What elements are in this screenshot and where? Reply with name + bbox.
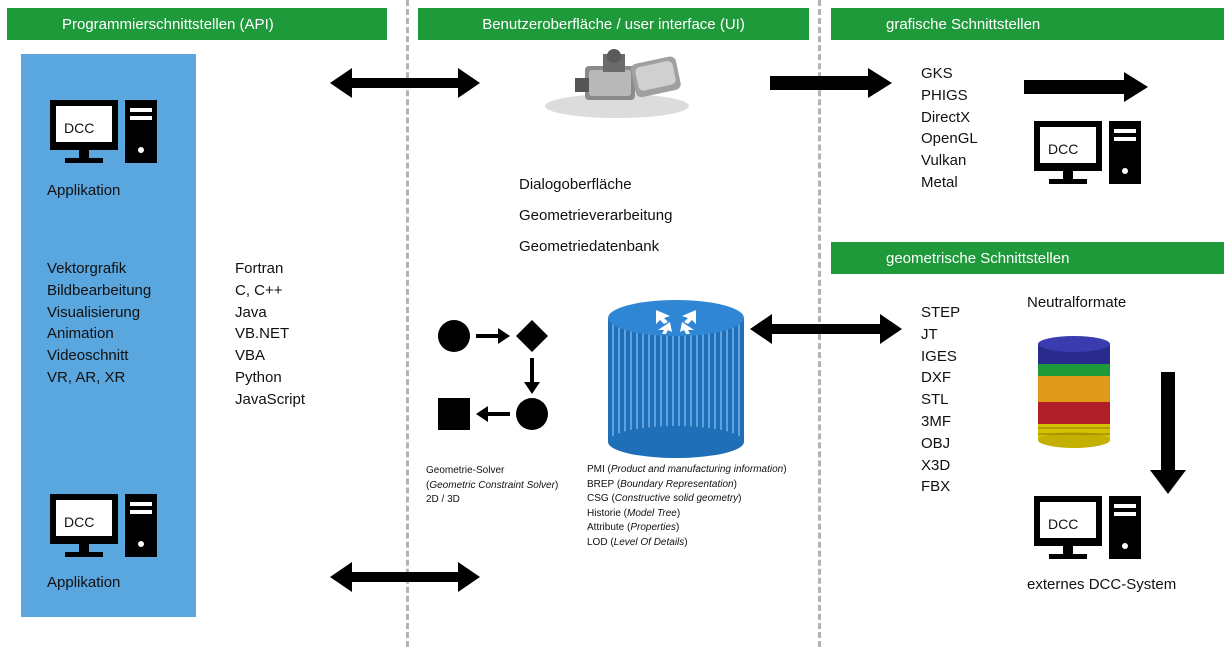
arrow-to-graphic-dcc [1024,72,1148,102]
list-item: JT [921,325,938,343]
list-item: LOD (Level Of Details) [587,536,688,548]
header-api: Programmierschnittstellen (API) [7,8,387,40]
external-dcc-label: externes DCC-System [1027,576,1177,593]
database-cylinder-icon [608,300,744,458]
computer-icon [1034,496,1141,559]
list-item: 3MF [921,412,951,430]
header-api-label: Programmierschnittstellen (API) [62,15,274,33]
computer-icon-bottom: DCC [50,494,160,559]
layer-stack-icon [1038,336,1110,448]
list-item: PMI (Product and manufacturing informati… [587,464,787,475]
list-item: Vulkan [921,152,967,170]
list-item: Visualisierung [47,303,141,321]
list-item: STL [921,391,949,409]
list-item: VBA [235,347,266,365]
list-item: OpenGL [921,130,978,148]
solver-flow-diagram [438,320,548,430]
list-item: OBJ [921,434,951,452]
computer-icon-external: DCC [1034,496,1144,561]
arrow-to-graphic-apis [770,68,892,98]
computer-icon-graphic: DCC [1034,121,1144,186]
ui-layer-geometry-processing: Geometrieverarbeitung [519,207,673,224]
list-item: GKS [921,65,953,82]
computer-icon-top: DCC [50,100,160,165]
solver-caption-line2: (Geometric Constraint Solver) [426,479,559,491]
header-ui: Benutzeroberfläche / user interface (UI) [418,8,809,40]
ui-layer-geometry-database: Geometriedatenbank [519,238,660,255]
list-item: VR, AR, XR [47,368,126,386]
list-item: Java [235,303,267,321]
solver-caption-line3: 2D / 3D [426,494,460,505]
header-graphic-label: grafische Schnittstellen [886,15,1041,33]
dcc-label: DCC [1048,141,1079,157]
computer-icon [1034,121,1141,184]
ui-layer-dialog: Dialogoberfläche [519,176,632,193]
separator-left [406,0,409,647]
computer-icon [50,100,157,163]
list-item: JavaScript [235,390,306,408]
list-item: DirectX [921,108,971,126]
header-geometric-label: geometrische Schnittstellen [886,249,1070,267]
neutral-formats-list: STEP JT IGES DXF STL 3MF OBJ X3D FBX [921,302,960,498]
double-arrow-top [330,68,480,98]
list-item: Animation [47,325,114,343]
list-item: STEP [921,304,961,321]
list-item: C, C++ [235,281,283,299]
dcc-label: DCC [1048,516,1079,532]
gear-motor-image [545,49,689,118]
list-item: Vektorgrafik [47,260,127,277]
list-item: Attribute (Properties) [587,522,680,533]
dcc-label: DCC [64,120,95,136]
list-item: PHIGS [921,86,968,104]
list-item: VB.NET [235,325,290,343]
list-item: BREP (Boundary Representation) [587,478,737,490]
application-label-top: Applikation [47,182,121,199]
separator-right [818,0,821,647]
list-item: Metal [921,173,958,191]
application-uses-list: Vektorgrafik Bildbearbeitung Visualisier… [47,258,151,389]
graphic-apis-list: GKS PHIGS DirectX OpenGL Vulkan Metal [921,63,978,194]
list-item: CSG (Constructive solid geometry) [587,493,742,504]
list-item: DXF [921,369,951,387]
header-ui-label: Benutzeroberfläche / user interface (UI) [482,15,745,33]
arrow-down-to-external [1150,372,1186,494]
neutral-formats-title: Neutralformate [1027,294,1127,311]
double-arrow-database-to-formats [750,314,902,344]
solver-caption: Geometrie-Solver (Geometric Constraint S… [426,464,558,508]
application-label-bottom: Applikation [47,574,121,591]
header-geometric: geometrische Schnittstellen [831,242,1224,274]
list-item: Python [235,368,282,386]
list-item: Bildbearbeitung [47,281,152,299]
list-item: IGES [921,347,957,365]
programming-languages-list: Fortran C, C++ Java VB.NET VBA Python Ja… [235,258,305,411]
database-contents-list: PMI (Product and manufacturing informati… [587,463,787,550]
header-graphic: grafische Schnittstellen [831,8,1224,40]
dcc-label: DCC [64,514,95,530]
list-item: FBX [921,478,951,496]
computer-icon [50,494,157,557]
list-item: Historie (Model Tree) [587,507,681,519]
solver-caption-line1: Geometrie-Solver [426,465,505,476]
list-item: Videoschnitt [47,347,129,365]
list-item: X3D [921,456,951,474]
list-item: Fortran [235,260,284,277]
double-arrow-bottom [330,562,480,592]
